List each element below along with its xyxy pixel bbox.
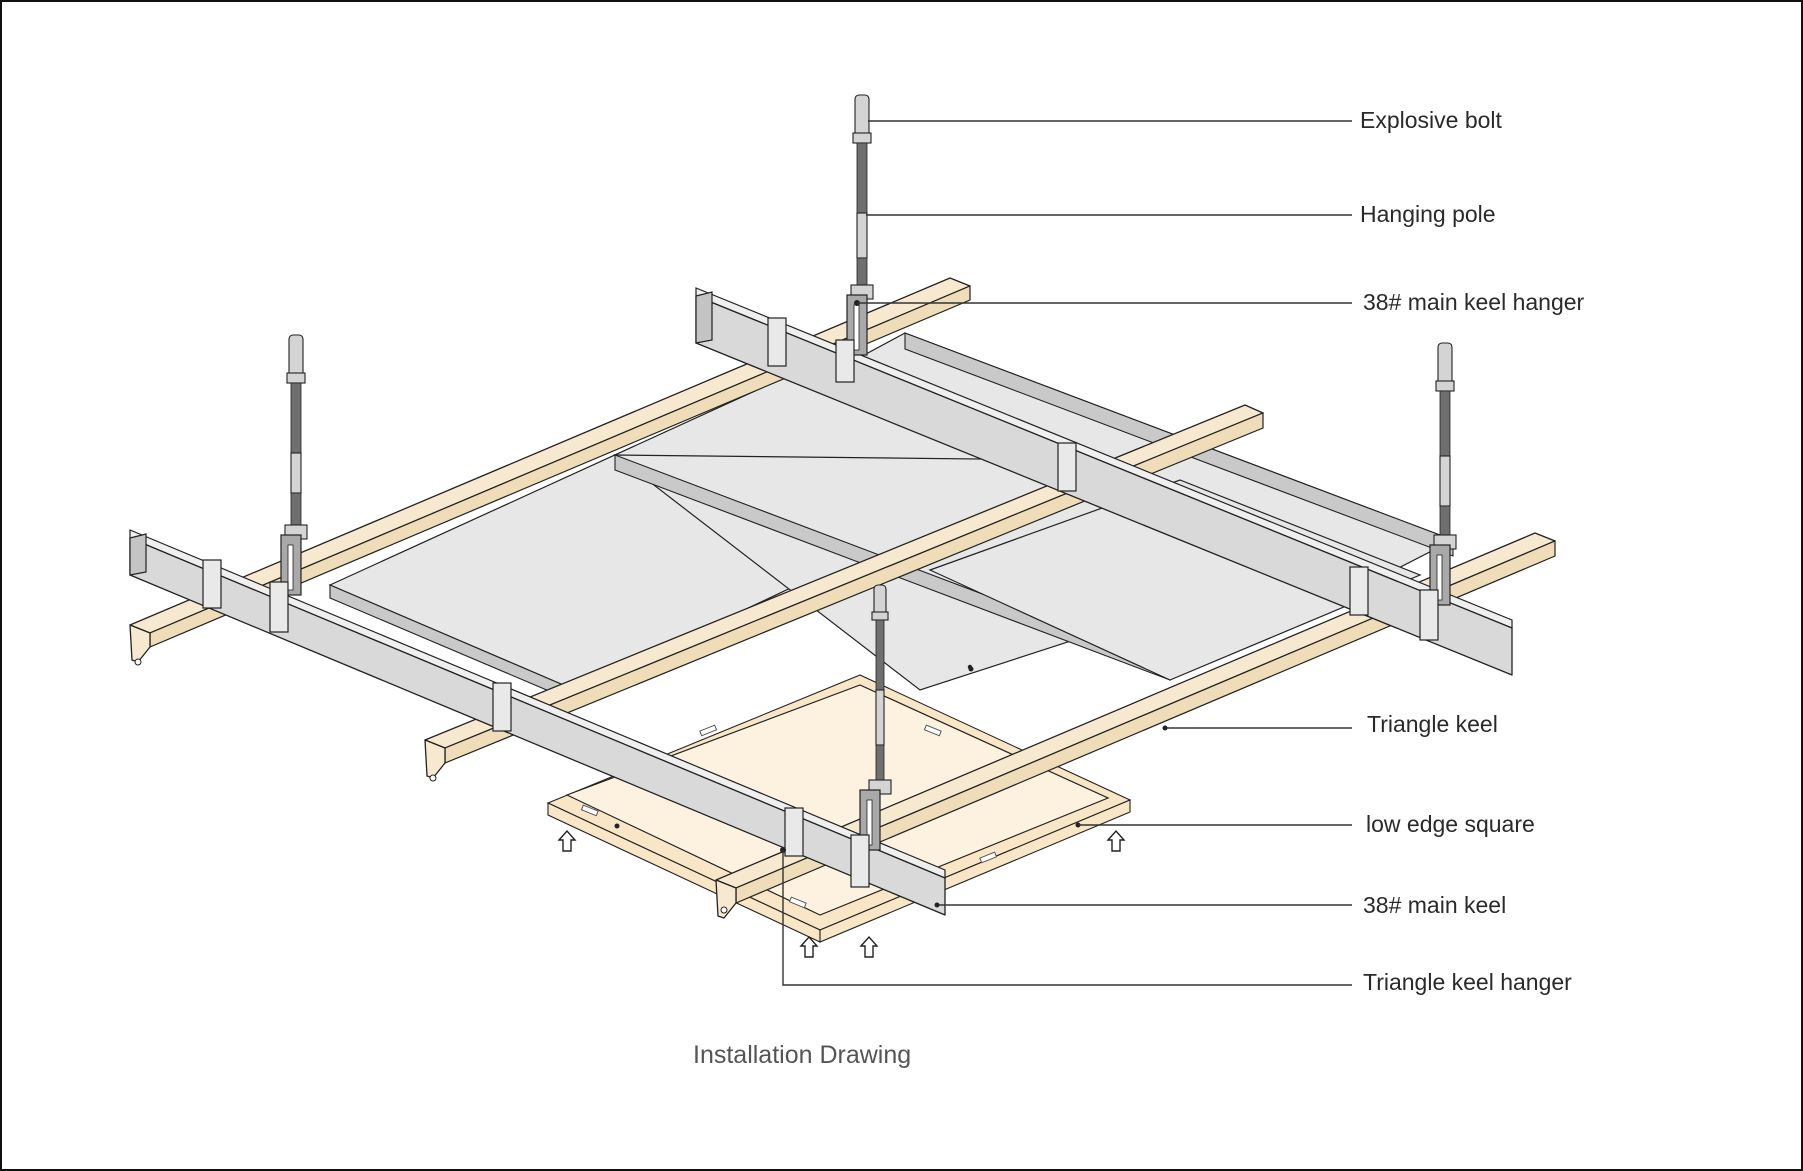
bolt-nut: [871, 611, 889, 621]
slot: [923, 724, 942, 737]
triangle-keel-hanger-clip: [1057, 442, 1077, 492]
main-keel-back: [695, 287, 1513, 676]
rod-thread: [1439, 390, 1451, 457]
label-triangle-keel-hanger: Triangle keel hanger: [1363, 969, 1572, 995]
hanging-pole-3: [1419, 342, 1457, 641]
label-main-keel: 38# main keel: [1363, 892, 1507, 918]
bolt-nut: [852, 132, 872, 144]
slot: [580, 804, 599, 817]
up-arrow-icon: [557, 829, 577, 852]
leader-anchor: [934, 902, 940, 908]
explosive-bolt-head: [288, 334, 304, 378]
rod-thread: [875, 619, 885, 691]
triangle-keel-middle: [424, 404, 1264, 782]
rod-thread: [290, 382, 302, 454]
up-arrow-icon: [859, 935, 879, 958]
triangle-keel-hanger-clip: [784, 807, 804, 857]
rod-shaft: [290, 452, 302, 494]
triangle-keel-hanger-clip: [767, 317, 787, 367]
drawing-caption: Installation Drawing: [693, 1041, 912, 1069]
rod-thread: [290, 492, 302, 529]
slot: [699, 724, 718, 737]
leader-triangle-keel-hanger: [782, 850, 1352, 986]
marker-dot: [968, 666, 974, 672]
label-main-keel-hanger: 38# main keel hanger: [1363, 289, 1585, 315]
up-arrow-icon: [1106, 829, 1126, 852]
hanging-pole-4: [850, 584, 892, 888]
push-up-arrows: [557, 829, 1126, 958]
main-keels: [129, 287, 1513, 916]
keel-end: [429, 774, 437, 782]
bolt-nut: [286, 372, 306, 384]
low-edge-square-face: [565, 684, 1110, 916]
triangle-keel-hanger-clip: [492, 682, 512, 732]
bolt-nut: [1435, 380, 1455, 392]
explosive-bolt-head: [873, 584, 887, 616]
explosive-bolt-head: [1437, 342, 1453, 386]
main-keel-front: [129, 529, 946, 916]
hanger-slot: [287, 544, 294, 591]
slot: [788, 896, 807, 909]
ceiling-panel-front-right: [928, 479, 1422, 681]
low-edge-square-side-right: [819, 799, 1131, 943]
triangle-keel-hanger-clip: [202, 559, 222, 609]
rivet: [614, 823, 620, 829]
hanging-poles: [269, 94, 1457, 888]
triangle-keels: [129, 277, 1556, 919]
label-hanging-pole: Hanging pole: [1360, 201, 1496, 227]
rod-shaft: [1439, 455, 1451, 507]
keel-clip: [269, 581, 289, 633]
triangle-keel-front: [715, 532, 1556, 919]
rod-shaft: [856, 212, 868, 259]
hanging-pole-2: [269, 334, 308, 633]
leader-anchor: [1162, 725, 1168, 731]
hanging-pole-1: [835, 94, 874, 383]
hanger-slot: [1436, 554, 1443, 601]
label-explosive-bolt: Explosive bolt: [1360, 107, 1502, 133]
keel-end: [134, 658, 142, 666]
keel-end: [720, 906, 728, 914]
rod-thread: [856, 142, 868, 214]
keel-clip: [835, 339, 855, 383]
leader-lines: [782, 120, 1352, 986]
label-low-edge-square: low edge square: [1366, 811, 1535, 837]
up-arrow-icon: [799, 935, 819, 958]
rod-thread: [875, 744, 885, 786]
explosive-bolt-head: [854, 94, 870, 138]
keel-clip: [1419, 589, 1439, 641]
low-edge-square-panel: [546, 664, 1132, 943]
triangle-keel-hangers: [202, 317, 1369, 857]
triangle-keel-hanger-clip: [1349, 566, 1369, 616]
label-triangle-keel: Triangle keel: [1367, 711, 1498, 737]
slot: [979, 851, 998, 864]
rod-shaft: [875, 689, 885, 746]
keel-clip: [850, 834, 870, 888]
rod-thread: [1439, 505, 1451, 539]
hanger-slot: [853, 304, 860, 351]
